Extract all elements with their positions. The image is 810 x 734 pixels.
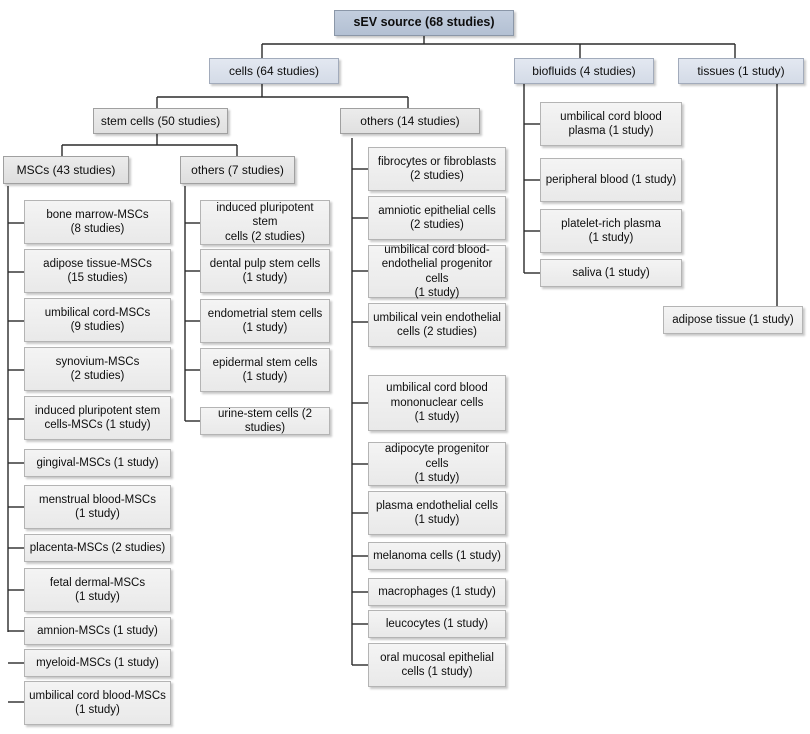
leaf-macrophages[interactable]: macrophages (1 study): [368, 578, 506, 606]
node-label: urine-stem cells (2 studies): [218, 407, 312, 434]
node-mscs[interactable]: MSCs (43 studies): [3, 156, 129, 184]
node-label: macrophages (1 study): [378, 585, 496, 598]
leaf-epidermal-stem-cells[interactable]: epidermal stem cells (1 study): [200, 348, 330, 392]
leaf-gingival-mscs[interactable]: gingival-MSCs (1 study): [24, 449, 171, 477]
leaf-oral-mucosal-epithelial-cells[interactable]: oral mucosal epithelial cells (1 study): [368, 643, 506, 687]
leaf-amniotic-epithelial-cells[interactable]: amniotic epithelial cells (2 studies): [368, 196, 506, 240]
leaf-umbilical-vein-endothelial-cells[interactable]: umbilical vein endothelial cells (2 stud…: [368, 303, 506, 347]
node-label: amnion-MSCs (1 study): [37, 624, 158, 637]
node-label: dental pulp stem cells (1 study): [209, 257, 321, 284]
node-label: leucocytes (1 study): [385, 617, 489, 630]
node-label: gingival-MSCs (1 study): [36, 456, 159, 469]
node-stem-cells[interactable]: stem cells (50 studies): [93, 108, 228, 134]
node-label: synovium-MSCs (2 studies): [55, 355, 140, 382]
leaf-urine-stem-cells[interactable]: urine-stem cells (2 studies): [200, 407, 330, 435]
node-label: umbilical vein endothelial cells (2 stud…: [373, 311, 501, 338]
node-label: adipose tissue (1 study): [672, 313, 794, 326]
node-label: platelet-rich plasma (1 study): [561, 217, 661, 244]
leaf-myeloid-mscs[interactable]: myeloid-MSCs (1 study): [24, 649, 171, 677]
leaf-menstrual-blood-mscs[interactable]: menstrual blood-MSCs (1 study): [24, 485, 171, 529]
node-label: plasma endothelial cells (1 study): [375, 499, 499, 526]
leaf-saliva[interactable]: saliva (1 study): [540, 259, 682, 287]
node-label: sEV source (68 studies): [353, 15, 495, 30]
node-label: biofluids (4 studies): [532, 63, 636, 78]
node-label: melanoma cells (1 study): [373, 549, 501, 562]
node-label: placenta-MSCs (2 studies): [29, 541, 166, 554]
leaf-peripheral-blood[interactable]: peripheral blood (1 study): [540, 158, 682, 202]
leaf-ucb-mononuclear-cells[interactable]: umbilical cord blood mononuclear cells (…: [368, 375, 506, 431]
leaf-synovium-mscs[interactable]: synovium-MSCs (2 studies): [24, 347, 171, 391]
node-biofluids[interactable]: biofluids (4 studies): [514, 58, 654, 84]
leaf-fetal-dermal-mscs[interactable]: fetal dermal-MSCs (1 study): [24, 568, 171, 612]
leaf-umbilical-cord-mscs[interactable]: umbilical cord-MSCs (9 studies): [24, 298, 171, 342]
node-label: umbilical cord blood mononuclear cells (…: [386, 382, 488, 424]
node-label: tissues (1 study): [697, 63, 785, 78]
node-label: others (14 studies): [360, 113, 460, 128]
node-label: myeloid-MSCs (1 study): [36, 656, 159, 669]
leaf-dental-pulp-stem-cells[interactable]: dental pulp stem cells (1 study): [200, 249, 330, 293]
node-tissues[interactable]: tissues (1 study): [678, 58, 804, 84]
leaf-adipose-tissue[interactable]: adipose tissue (1 study): [663, 306, 803, 334]
node-label: amniotic epithelial cells (2 studies): [378, 204, 496, 231]
node-label: MSCs (43 studies): [16, 162, 116, 177]
leaf-leucocytes[interactable]: leucocytes (1 study): [368, 610, 506, 638]
node-cells-others[interactable]: others (14 studies): [340, 108, 480, 134]
node-label: umbilical cord blood- endothelial progen…: [381, 243, 493, 299]
node-label: menstrual blood-MSCs (1 study): [39, 493, 156, 520]
node-label: endometrial stem cells (1 study): [207, 307, 323, 334]
node-label: umbilical cord-MSCs (9 studies): [44, 306, 151, 333]
node-label: adipose tissue-MSCs (15 studies): [43, 257, 152, 284]
leaf-umbilical-cord-blood-mscs[interactable]: umbilical cord blood-MSCs (1 study): [24, 681, 171, 725]
leaf-plasma-endothelial-cells[interactable]: plasma endothelial cells (1 study): [368, 491, 506, 535]
node-root[interactable]: sEV source (68 studies): [334, 10, 514, 36]
node-label: cells (64 studies): [228, 63, 320, 78]
node-label: fetal dermal-MSCs (1 study): [49, 576, 146, 603]
node-label: adipocyte progenitor cells (1 study): [384, 443, 490, 485]
leaf-platelet-rich-plasma[interactable]: platelet-rich plasma (1 study): [540, 209, 682, 253]
node-label: bone marrow-MSCs (8 studies): [46, 208, 149, 235]
node-cells[interactable]: cells (64 studies): [209, 58, 339, 84]
leaf-ucb-endothelial-progenitor-cells[interactable]: umbilical cord blood- endothelial progen…: [368, 243, 506, 299]
node-label: peripheral blood (1 study): [545, 173, 677, 186]
node-label: saliva (1 study): [572, 266, 650, 279]
node-label: epidermal stem cells (1 study): [212, 356, 318, 383]
leaf-adipose-tissue-mscs[interactable]: adipose tissue-MSCs (15 studies): [24, 249, 171, 293]
node-label: umbilical cord blood-MSCs (1 study): [29, 689, 166, 716]
leaf-melanoma-cells[interactable]: melanoma cells (1 study): [368, 542, 506, 570]
leaf-fibrocytes-or-fibroblasts[interactable]: fibrocytes or fibroblasts (2 studies): [368, 147, 506, 191]
node-label: induced pluripotent stem cells (2 studie…: [216, 201, 314, 243]
leaf-placenta-mscs[interactable]: placenta-MSCs (2 studies): [24, 534, 171, 562]
leaf-umbilical-cord-blood-plasma[interactable]: umbilical cord blood plasma (1 study): [540, 102, 682, 146]
node-label: fibrocytes or fibroblasts (2 studies): [377, 155, 497, 182]
node-stem-others[interactable]: others (7 studies): [180, 156, 295, 184]
node-label: induced pluripotent stem cells-MSCs (1 s…: [34, 404, 161, 431]
leaf-ipsc-mscs[interactable]: induced pluripotent stem cells-MSCs (1 s…: [24, 396, 171, 440]
leaf-induced-pluripotent-stem-cells[interactable]: induced pluripotent stem cells (2 studie…: [200, 200, 330, 245]
leaf-adipocyte-progenitor-cells[interactable]: adipocyte progenitor cells (1 study): [368, 442, 506, 486]
node-label: umbilical cord blood plasma (1 study): [560, 110, 662, 137]
leaf-bone-marrow-mscs[interactable]: bone marrow-MSCs (8 studies): [24, 200, 171, 244]
leaf-endometrial-stem-cells[interactable]: endometrial stem cells (1 study): [200, 299, 330, 343]
node-label: others (7 studies): [191, 162, 284, 177]
leaf-amnion-mscs[interactable]: amnion-MSCs (1 study): [24, 617, 171, 645]
node-label: oral mucosal epithelial cells (1 study): [380, 651, 494, 678]
node-label: stem cells (50 studies): [100, 113, 221, 128]
